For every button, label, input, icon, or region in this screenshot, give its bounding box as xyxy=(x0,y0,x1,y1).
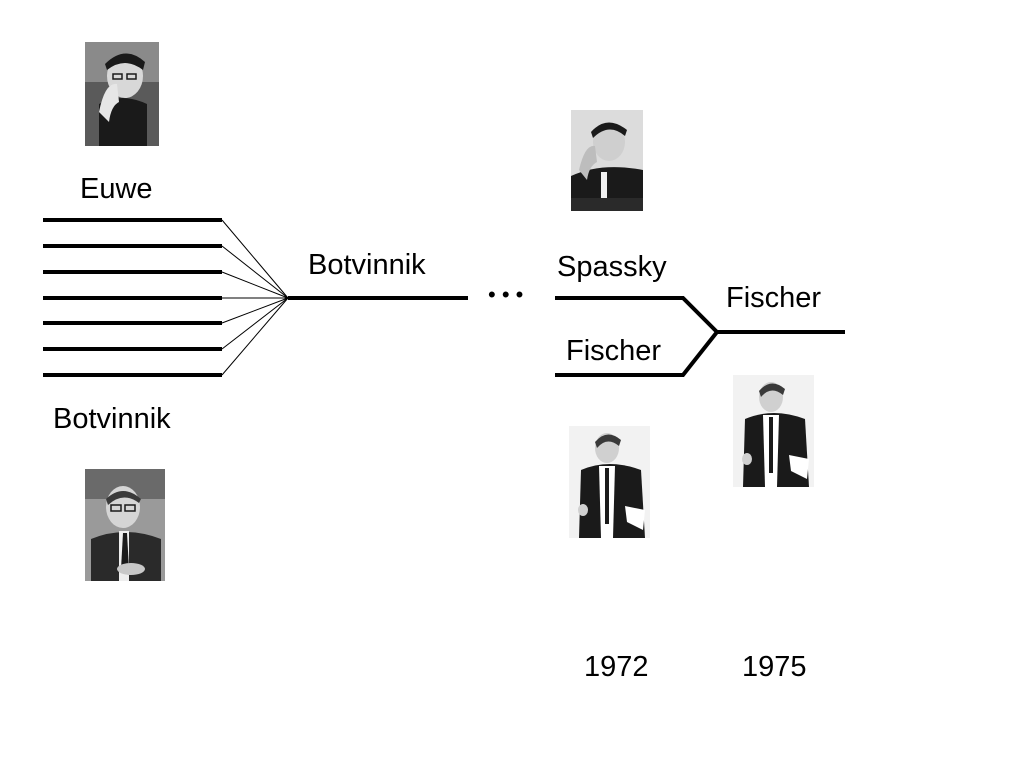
photo-botvinnik xyxy=(85,469,165,581)
converge-line-1 xyxy=(221,219,289,299)
label-botvinnik-mid: Botvinnik xyxy=(308,249,426,281)
label-year-1975: 1975 xyxy=(742,651,807,683)
converge-line-2 xyxy=(221,245,289,299)
label-fischer-right: Fischer xyxy=(726,282,822,314)
converge-line-6 xyxy=(221,297,289,350)
label-ellipsis: • • • xyxy=(488,282,524,307)
photo-spassky xyxy=(571,110,643,211)
converge-line-3 xyxy=(221,271,289,299)
label-year-1972: 1972 xyxy=(584,651,649,683)
photo-euwe xyxy=(85,42,159,146)
fischer-match-line xyxy=(555,330,719,377)
label-euwe: Euwe xyxy=(80,173,153,205)
converge-line-7 xyxy=(221,297,289,376)
label-fischer-lower: Fischer xyxy=(566,335,662,367)
converge-line-5 xyxy=(221,297,289,324)
label-spassky: Spassky xyxy=(557,251,667,283)
photo-fischer-1972 xyxy=(569,426,650,538)
photo-fischer-1975 xyxy=(733,375,814,487)
spassky-match-line xyxy=(555,296,719,334)
label-botvinnik-bottom: Botvinnik xyxy=(53,403,171,435)
